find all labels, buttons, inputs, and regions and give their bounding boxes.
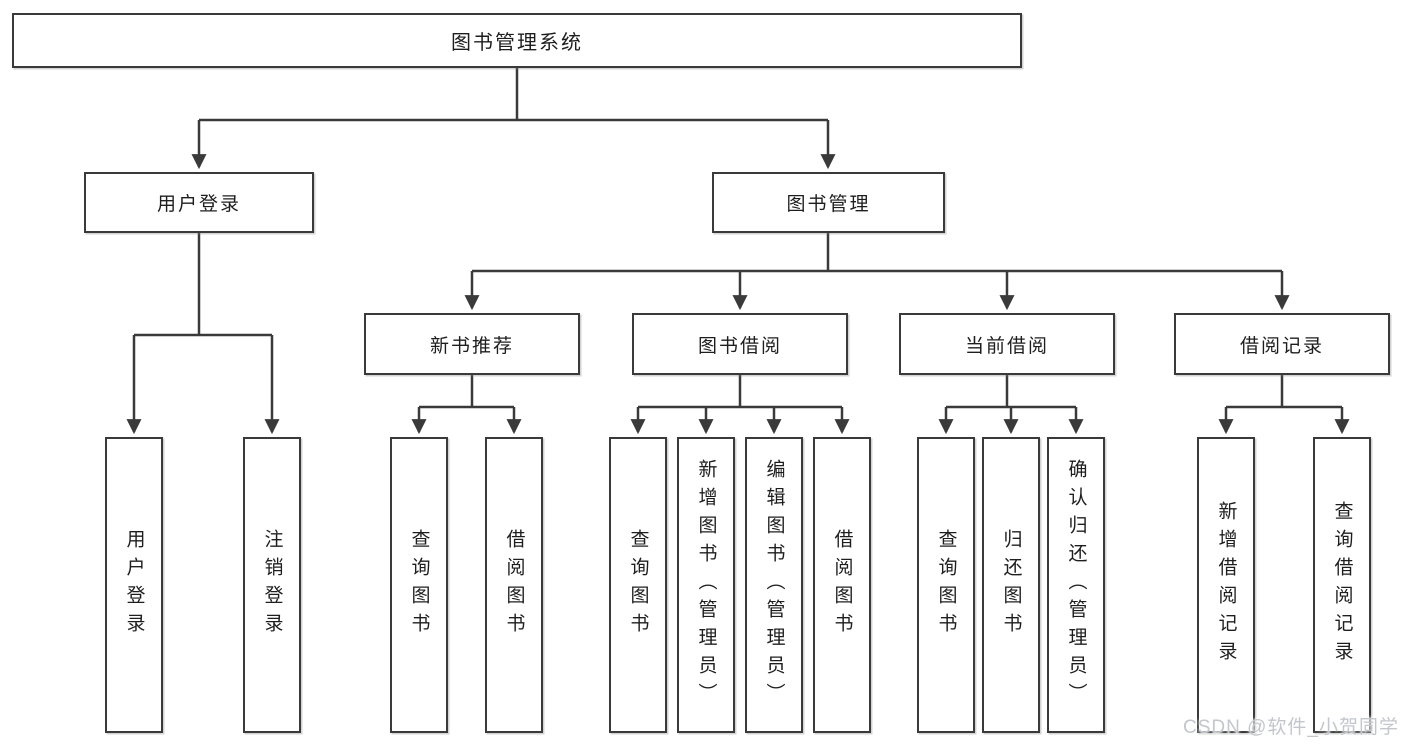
elbow-borrow-records — [1226, 375, 1342, 409]
leaf-return-books: 归还图书 — [982, 437, 1040, 733]
arrows-user-login-leaves — [126, 335, 280, 435]
node-book-borrow: 图书借阅 — [632, 313, 848, 375]
arrows-level3 — [464, 271, 1290, 311]
node-current-borrow: 当前借阅 — [899, 313, 1115, 375]
node-book-management: 图书管理 — [712, 172, 945, 233]
elbow-book-management — [472, 233, 1282, 273]
leaf-user-login: 用户登录 — [105, 437, 163, 733]
leaf-borrow-query-books: 查询图书 — [609, 437, 667, 733]
leaf-logout: 注销登录 — [243, 437, 301, 733]
leaf-add-books-admin: 新增图书（管理员） — [677, 437, 735, 733]
elbow-new-book-recommend — [419, 375, 514, 409]
arrows-level2 — [191, 120, 836, 170]
node-borrow-records: 借阅记录 — [1174, 313, 1390, 375]
node-user-login: 用户登录 — [84, 172, 314, 233]
leaf-recommend-borrow-books: 借阅图书 — [485, 437, 543, 733]
leaf-current-query-books: 查询图书 — [917, 437, 975, 733]
leaf-confirm-return-admin: 确认归还（管理员） — [1047, 437, 1105, 733]
leaf-add-borrow-record: 新增借阅记录 — [1197, 437, 1255, 733]
elbow-user-login — [134, 233, 272, 337]
leaf-borrow-books: 借阅图书 — [813, 437, 871, 733]
elbow-current-borrow — [946, 375, 1076, 409]
node-library-system: 图书管理系统 — [12, 13, 1022, 68]
node-new-book-recommend: 新书推荐 — [364, 313, 580, 375]
arrows-leaves — [411, 407, 1350, 435]
leaf-recommend-query-books: 查询图书 — [390, 437, 448, 733]
leaf-edit-books-admin: 编辑图书（管理员） — [745, 437, 803, 733]
csdn-watermark: CSDN @软件_小贺同学 — [1183, 717, 1399, 738]
elbow-book-borrow — [638, 375, 842, 409]
elbow-root-to-level2 — [199, 68, 828, 122]
leaf-query-borrow-record: 查询借阅记录 — [1313, 437, 1371, 733]
